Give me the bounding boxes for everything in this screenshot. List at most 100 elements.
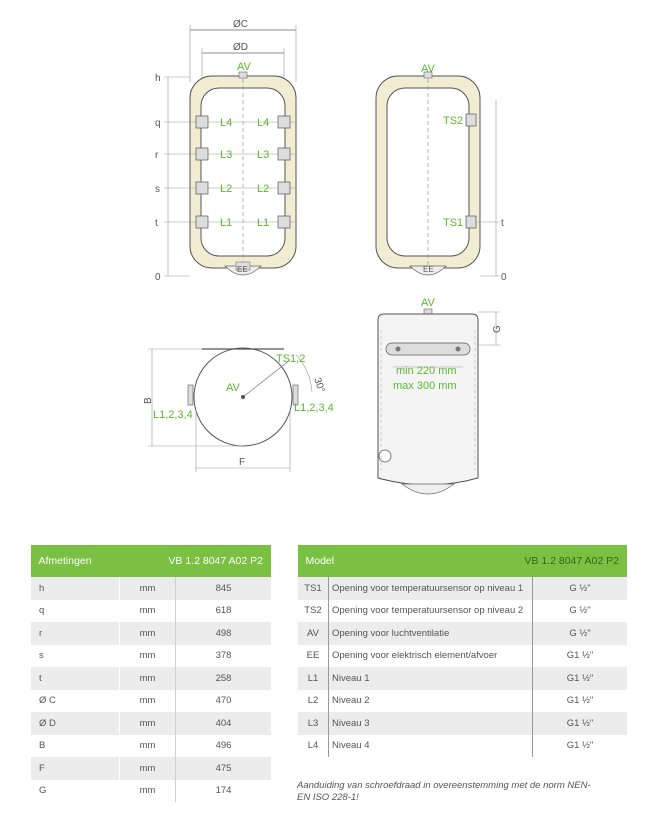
dim-name: Ø D — [30, 712, 120, 735]
model-number: VB 1.2 8047 A02 P2 — [524, 555, 619, 567]
level-s: s — [155, 184, 160, 195]
dim-unit: mm — [119, 689, 176, 712]
dim-value: 404 — [175, 712, 271, 735]
dim-value: 174 — [175, 779, 271, 802]
port-left-l4: L4 — [220, 117, 232, 129]
port-right-l3: L3 — [257, 149, 269, 161]
top-l-right-label: L1,2,3,4 — [294, 402, 334, 414]
top-av-label: AV — [226, 382, 241, 394]
model-value: G1 ½" — [532, 734, 627, 757]
top-f-label: F — [239, 457, 245, 468]
level-r: r — [155, 150, 159, 161]
port-right-l2: L2 — [257, 183, 269, 195]
side-ee-label: EE — [423, 265, 434, 274]
model-key: L4 — [297, 734, 329, 757]
model-value: G1 ½" — [532, 689, 627, 712]
level-q: q — [155, 118, 161, 129]
model-value: G ½" — [532, 622, 627, 645]
model-header: Model VB 1.2 8047 A02 P2 — [297, 545, 627, 577]
back-min-label: min 220 mm — [396, 365, 457, 377]
level-h: h — [155, 73, 161, 84]
top-view: AV TS1,2 30° L1,2,3,4 L1,2,3,4 B F — [143, 347, 334, 472]
level-t: t — [155, 218, 158, 229]
back-view: AV G min 220 mm max 300 mm — [377, 297, 503, 495]
model-key: TS1 — [297, 577, 329, 600]
port-right-l1: L1 — [257, 217, 269, 229]
dim-name: h — [30, 577, 120, 600]
front-view: ØC ØD AV EE h q r s t 0 — [155, 19, 297, 283]
model-desc: Opening voor elektrisch element/afvoer — [328, 644, 533, 667]
dim-c-label: ØC — [233, 19, 248, 30]
model-key: L1 — [297, 667, 329, 690]
model-desc: Opening voor temperatuursensor op niveau… — [328, 599, 533, 622]
model-key: EE — [297, 644, 329, 667]
dim-unit: mm — [119, 734, 176, 757]
dim-unit: mm — [119, 599, 176, 622]
dim-name: F — [30, 757, 120, 780]
technical-drawing: ØC ØD AV EE h q r s t 0 — [143, 19, 507, 495]
model-value: G1 ½" — [532, 644, 627, 667]
dim-name: Ø C — [30, 689, 120, 712]
dim-value: 378 — [175, 644, 271, 667]
dim-unit: mm — [119, 622, 176, 645]
dim-name: t — [30, 667, 120, 690]
dim-name: r — [30, 622, 120, 645]
level-zero: 0 — [155, 272, 161, 283]
model-desc: Niveau 2 — [328, 689, 533, 712]
side-t-label: t — [501, 218, 504, 229]
norm-note: Aanduiding van schroefdraad in overeenst… — [297, 780, 591, 803]
dim-d-label: ØD — [233, 42, 248, 53]
model-value: G1 ½" — [532, 667, 627, 690]
model-key: L3 — [297, 712, 329, 735]
model-desc: Niveau 4 — [328, 734, 533, 757]
ts2-label: TS2 — [443, 115, 463, 127]
back-av-label: AV — [421, 297, 436, 309]
dim-unit: mm — [119, 644, 176, 667]
front-ee-label: EE — [237, 265, 248, 274]
model-key: TS2 — [297, 599, 329, 622]
model-value: G1 ½" — [532, 712, 627, 735]
model-value: G ½" — [532, 599, 627, 622]
dimensions-header: Afmetingen VB 1.2 8047 A02 P2 — [30, 545, 271, 577]
dim-value: 475 — [175, 757, 271, 780]
ts1-label: TS1 — [443, 217, 463, 229]
model-title: Model — [305, 555, 335, 567]
side-zero-label: 0 — [501, 272, 507, 283]
dim-value: 498 — [175, 622, 271, 645]
dim-unit: mm — [119, 667, 176, 690]
dim-name: B — [30, 734, 120, 757]
model-value: G ½" — [532, 577, 627, 600]
model-desc: Opening voor temperatuursensor op niveau… — [328, 577, 533, 600]
top-ts-label: TS1,2 — [276, 353, 305, 365]
dim-unit: mm — [119, 712, 176, 735]
dim-value: 496 — [175, 734, 271, 757]
port-left-l2: L2 — [220, 183, 232, 195]
model-desc: Niveau 1 — [328, 667, 533, 690]
model-key: L2 — [297, 689, 329, 712]
front-av-label: AV — [237, 61, 252, 73]
dimensions-title: Afmetingen — [38, 555, 92, 567]
dim-value: 845 — [175, 577, 271, 600]
dim-name: q — [30, 599, 120, 622]
dim-value: 470 — [175, 689, 271, 712]
dim-unit: mm — [119, 779, 176, 802]
top-b-label: B — [143, 397, 154, 404]
dimensions-model: VB 1.2 8047 A02 P2 — [168, 555, 263, 567]
dim-unit: mm — [119, 757, 176, 780]
port-left-l3: L3 — [220, 149, 232, 161]
top-l-left-label: L1,2,3,4 — [153, 409, 193, 421]
back-max-label: max 300 mm — [393, 380, 457, 392]
